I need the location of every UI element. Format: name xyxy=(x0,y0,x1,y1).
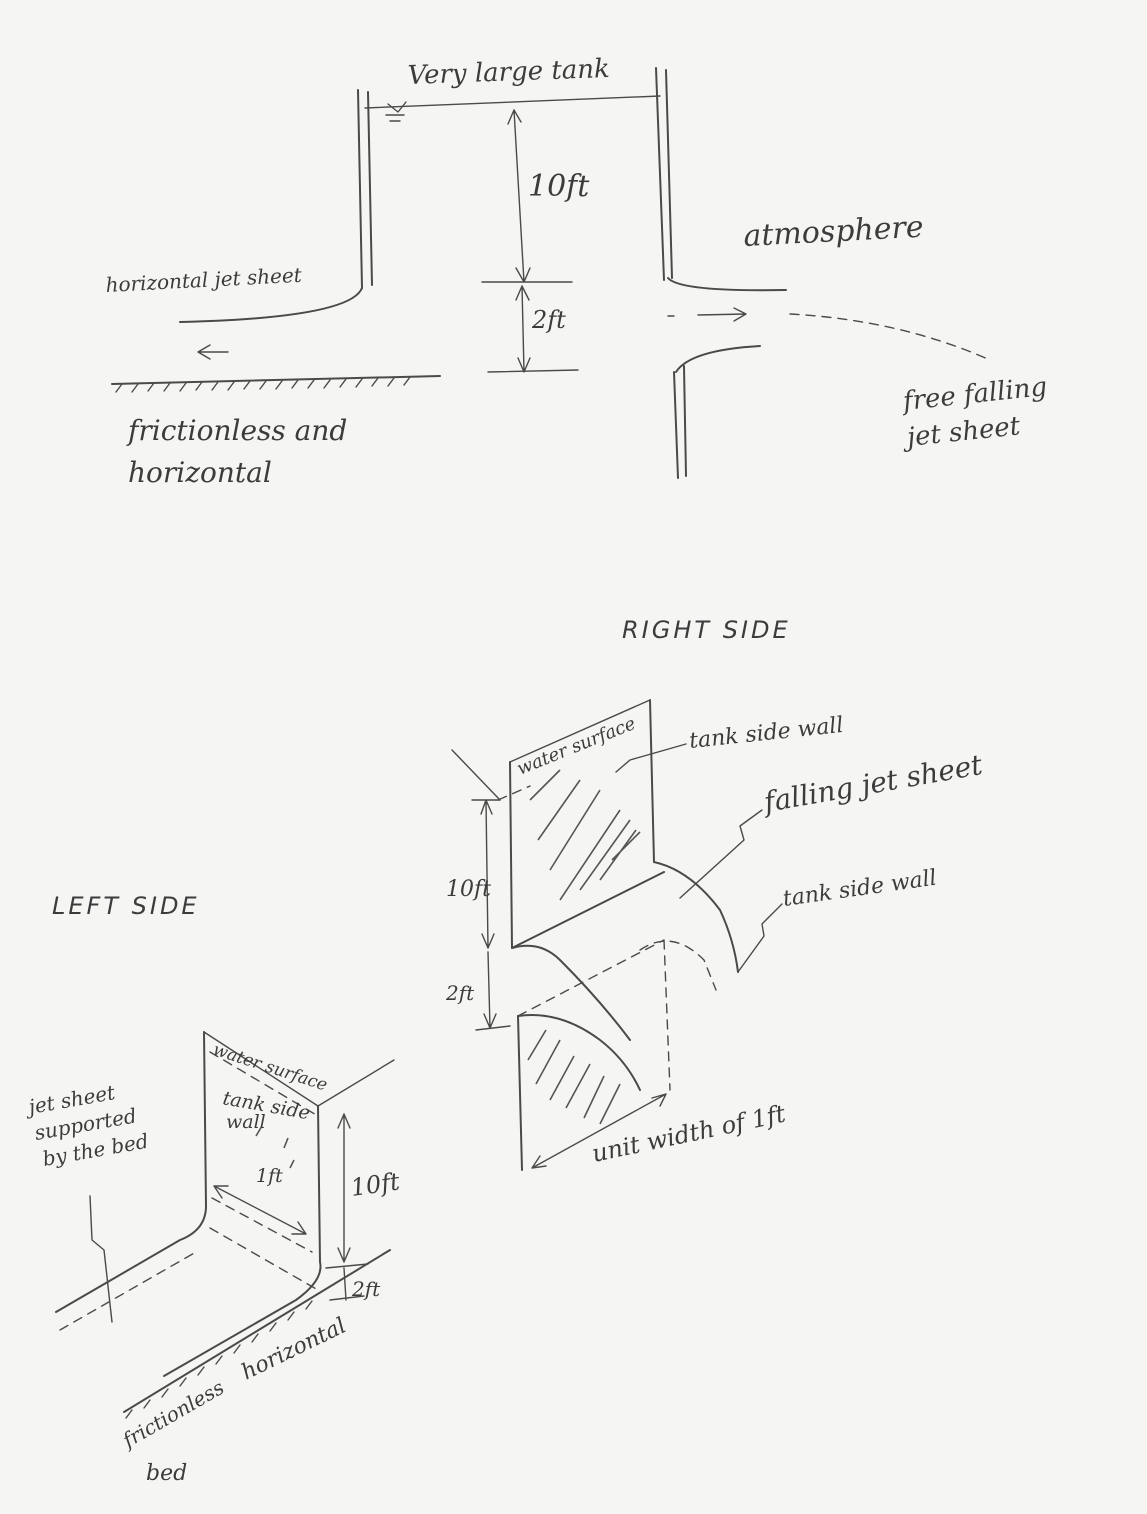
tank-label: Very large tank xyxy=(407,54,610,91)
dimension-10ft-line xyxy=(507,109,531,283)
left-dimension-2ft xyxy=(325,1263,369,1301)
left-tank-wall-label-line2: wall xyxy=(226,1111,266,1133)
right-upper-hatching xyxy=(529,769,641,901)
left-bed-hatching xyxy=(125,1300,313,1419)
right-top-edge xyxy=(451,699,651,801)
left-jet-front-curve xyxy=(163,1261,322,1377)
top-10ft-label: 10ft xyxy=(528,169,590,204)
tank-elevation xyxy=(111,67,991,479)
water-surface-symbol xyxy=(385,101,407,122)
left-dimension-10ft xyxy=(337,1113,351,1263)
left-jet-hidden xyxy=(59,1227,319,1331)
bed-label-line2: horizontal xyxy=(128,456,272,489)
right-dimension-10ft xyxy=(471,799,501,949)
right-side-sketch xyxy=(451,699,783,1171)
left-side-sketch xyxy=(55,1031,395,1419)
right-2ft-label: 2ft xyxy=(445,981,475,1005)
left-1ft-label: 1ft xyxy=(256,1165,283,1187)
atmosphere-label: atmosphere xyxy=(743,210,925,254)
right-tank-wall-top-label: tank side wall xyxy=(688,713,845,754)
right-tank-wall-front xyxy=(509,699,655,949)
right-hidden-edges xyxy=(517,939,717,1091)
left-tank-wall-front xyxy=(317,1105,321,1263)
right-wall-bottom-edge xyxy=(511,871,665,949)
dimension-2ft-line xyxy=(515,285,531,373)
left-1ft-extension xyxy=(211,1197,313,1253)
right-water-surface-dashed xyxy=(497,785,531,801)
dimension-extension-bottom xyxy=(487,369,579,373)
bed-label-line1: frictionless and xyxy=(126,414,347,447)
right-lower-wall xyxy=(673,365,687,479)
left-water-surface-dashed xyxy=(209,1051,319,1117)
left-bed-frictionless-label: frictionless xyxy=(117,1375,228,1453)
free-falling-label-line1: free falling xyxy=(900,372,1049,417)
right-falling-jet-outer xyxy=(653,861,739,973)
right-falling-jet-upper xyxy=(511,944,631,1041)
right-lower-jet-curve xyxy=(517,1014,641,1091)
bed-line xyxy=(111,375,441,385)
right-leader-wall-bottom xyxy=(737,903,783,973)
right-flow-arrow xyxy=(667,307,747,322)
right-unit-width-label: unit width of 1ft xyxy=(589,1099,788,1167)
left-jet-back-curve xyxy=(55,1205,207,1313)
left-bed-line xyxy=(123,1249,391,1413)
right-10ft-label: 10ft xyxy=(446,877,491,902)
left-side-heading: LEFT SIDE xyxy=(52,892,200,920)
right-lower-wall xyxy=(517,1015,523,1171)
right-falling-jet-label: falling jet sheet xyxy=(760,748,986,819)
bed-hatching xyxy=(115,376,411,393)
left-outlet-curve xyxy=(179,287,363,323)
left-bed-word-label: bed xyxy=(146,1461,187,1486)
horizontal-jet-label: horizontal jet sheet xyxy=(105,263,303,297)
left-2ft-label: 2ft xyxy=(351,1277,381,1301)
free-falling-trajectory xyxy=(789,313,991,361)
right-lower-hatching xyxy=(527,1029,621,1125)
tank-right-wall xyxy=(655,67,673,281)
right-leader-falling-jet xyxy=(679,809,763,899)
left-10ft-label: 10ft xyxy=(349,1167,402,1202)
free-falling-label-line2: jet sheet xyxy=(901,411,1023,453)
tank-left-wall xyxy=(357,89,373,289)
left-flow-arrow xyxy=(197,344,229,360)
right-dimension-2ft xyxy=(475,951,511,1031)
left-tank-wall-back xyxy=(203,1031,207,1207)
left-1ft-arrow xyxy=(213,1185,307,1235)
right-tank-wall-bottom-label: tank side wall xyxy=(781,866,938,912)
right-side-heading: RIGHT SIDE xyxy=(622,616,791,644)
left-jet-leader xyxy=(89,1195,113,1323)
right-outlet-lower-curve xyxy=(675,345,761,373)
right-outlet-upper-curve xyxy=(667,277,787,292)
left-top-edge xyxy=(203,1031,395,1107)
right-leader-wall-top xyxy=(615,743,687,773)
right-unit-width-arrow xyxy=(531,1093,667,1169)
water-surface-line xyxy=(364,95,661,109)
left-wall-marks xyxy=(255,1125,295,1169)
top-2ft-label: 2ft xyxy=(531,306,566,334)
right-water-surface-label: water surface xyxy=(514,713,639,780)
